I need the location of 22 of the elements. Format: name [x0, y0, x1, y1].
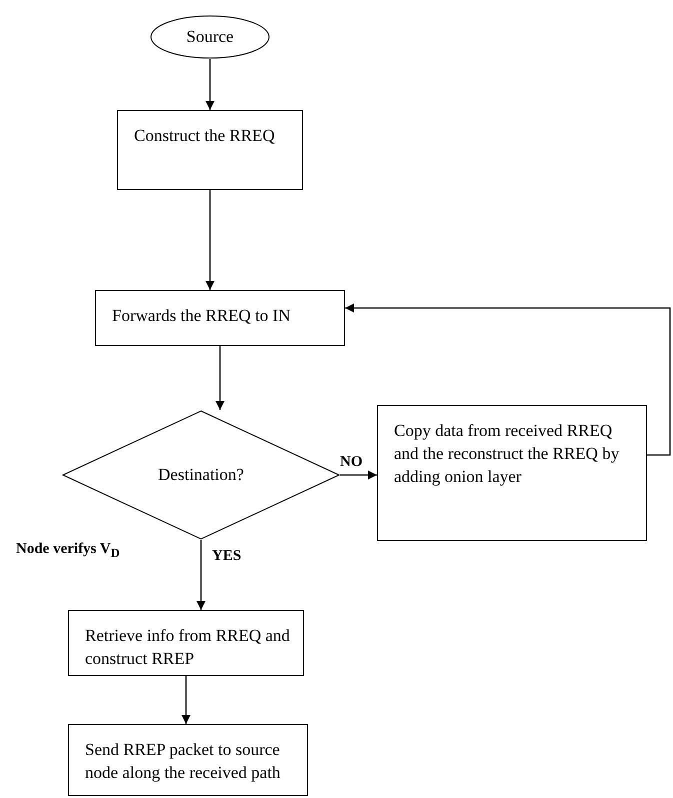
- decision-diamond: [62, 410, 340, 540]
- arrow: [196, 540, 206, 610]
- arrow: [182, 676, 190, 724]
- node-text: Construct the RREQ: [134, 125, 276, 147]
- process-box: [95, 290, 345, 346]
- node-text: Destination?: [158, 464, 244, 486]
- process-box: [117, 110, 303, 190]
- arrow: [345, 304, 671, 456]
- note-text: Node verifys V$_{D}$: [16, 541, 120, 561]
- start-ellipse: [150, 15, 270, 59]
- process-box: [68, 724, 308, 796]
- node-text: Forwards the RREQ to IN: [112, 305, 292, 327]
- node-text: Copy data from received RREQ and the reconstruct the RREQ by adding onion layer: [394, 420, 620, 488]
- arrow: [216, 346, 224, 410]
- process-box: [68, 610, 304, 676]
- node-text: Source: [186, 26, 234, 48]
- process-box: [377, 405, 647, 541]
- arrow: [206, 59, 214, 110]
- arrow: [340, 470, 377, 480]
- node-text: Send RREP packet to source node along the received path: [85, 739, 282, 784]
- node-text: Retrieve info from RREQ and construct RREP: [85, 625, 291, 670]
- arrow: [206, 190, 214, 290]
